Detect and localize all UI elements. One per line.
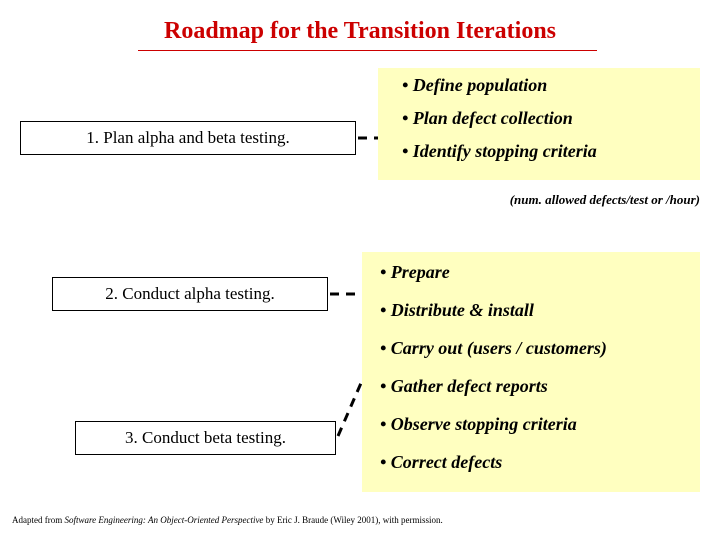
step-box-2[interactable]: 2. Conduct alpha testing.	[52, 277, 328, 311]
step-box-3[interactable]: 3. Conduct beta testing.	[75, 421, 336, 455]
footnote: Adapted from Software Engineering: An Ob…	[12, 515, 443, 525]
panel-conduct-testing: • Prepare • Distribute & install • Carry…	[362, 252, 700, 492]
panel1-bullet-1: • Define population	[402, 75, 548, 95]
footnote-title: Software Engineering: An Object-Oriented…	[64, 515, 264, 525]
panel1-note: (num. allowed defects/test or /hour)	[509, 192, 700, 207]
panel2-bullet-1: • Prepare	[380, 262, 450, 282]
footnote-suffix: by Eric J. Braude (Wiley 2001), with per…	[263, 515, 443, 525]
title-underline	[138, 50, 597, 51]
panel2-bullet-3: • Carry out (users / customers)	[380, 338, 607, 358]
panel2-bullet-2: • Distribute & install	[380, 300, 534, 320]
footnote-prefix: Adapted from	[12, 515, 65, 525]
panel1-bullet-2: • Plan defect collection	[402, 108, 573, 128]
panel2-bullet-4: • Gather defect reports	[380, 376, 548, 396]
panel2-bullet-5: • Observe stopping criteria	[380, 414, 577, 434]
step-box-1[interactable]: 1. Plan alpha and beta testing.	[20, 121, 356, 155]
page-title: Roadmap for the Transition Iterations	[163, 18, 556, 44]
panel2-bullet-6: • Correct defects	[380, 452, 503, 472]
panel1-bullet-3: • Identify stopping criteria	[402, 141, 597, 161]
panel-plan-testing: • Define population • Plan defect collec…	[378, 68, 700, 180]
